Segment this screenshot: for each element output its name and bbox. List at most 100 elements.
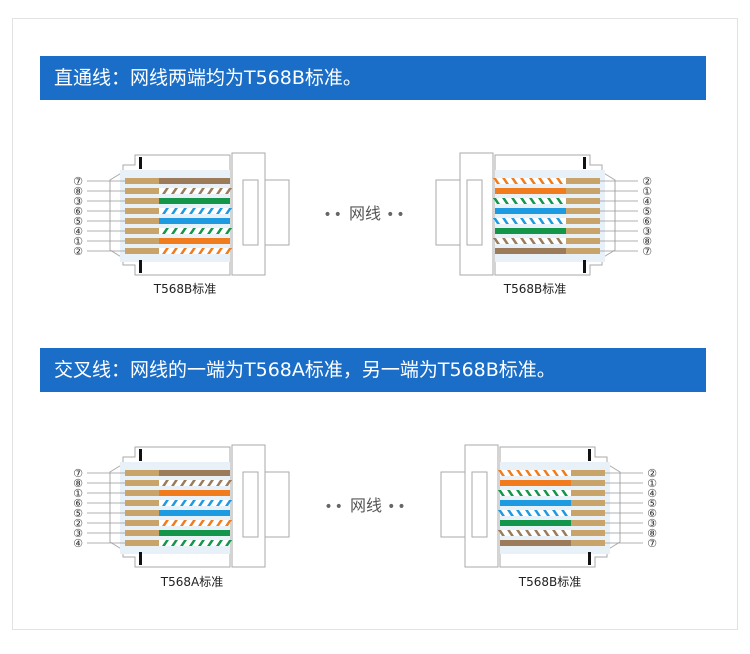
latch-mark xyxy=(139,449,142,461)
pin-contact xyxy=(125,218,159,224)
pin-label: ④ xyxy=(73,225,83,238)
wire-stripe xyxy=(162,540,169,546)
wire-stripe xyxy=(507,470,514,476)
wire-stripe xyxy=(520,238,527,244)
wire-stripe xyxy=(516,530,523,536)
pin-contact xyxy=(125,480,159,486)
pin-contact xyxy=(566,228,600,234)
wire-stripe xyxy=(543,510,550,516)
striped-wire xyxy=(159,520,230,526)
wire-stripe xyxy=(502,238,509,244)
cable-text: 网线 xyxy=(349,496,382,515)
solid-wire xyxy=(159,490,230,496)
pin-label: ⑥ xyxy=(73,205,83,218)
wire-stripe xyxy=(198,188,205,194)
boot-clip xyxy=(459,152,494,276)
wire-stripe xyxy=(171,248,178,254)
boot-tab xyxy=(435,179,461,246)
pin-label: ⑥ xyxy=(647,507,657,520)
wire-stripe xyxy=(493,238,500,244)
wire-stripe xyxy=(547,218,554,224)
wire-stripe xyxy=(543,490,550,496)
wire-stripe xyxy=(162,248,169,254)
pin-label: ⑧ xyxy=(647,527,657,540)
wire-stripe xyxy=(189,500,196,506)
pin-contact xyxy=(125,198,159,204)
striped-wire xyxy=(500,470,571,476)
pin-contact xyxy=(125,248,159,254)
pin-label: ① xyxy=(642,185,652,198)
latch-mark xyxy=(139,552,142,565)
clip-window xyxy=(242,179,259,246)
wire-stripe xyxy=(189,208,196,214)
wire-stripe xyxy=(207,500,214,506)
wire-stripe xyxy=(502,178,509,184)
latch-mark xyxy=(139,260,142,273)
wire-stripe xyxy=(225,520,232,526)
boot-tab xyxy=(264,471,290,538)
wire-stripe xyxy=(498,490,505,496)
wire-stripe xyxy=(525,470,532,476)
wire-stripe xyxy=(520,198,527,204)
pin-label: ⑤ xyxy=(642,205,652,218)
pin-label: ④ xyxy=(642,195,652,208)
wire-stripe xyxy=(216,228,223,234)
solid-wire xyxy=(495,248,566,254)
wire-stripe xyxy=(216,500,223,506)
wire-stripe xyxy=(538,218,545,224)
wire-stripe xyxy=(207,248,214,254)
wire-stripe xyxy=(189,188,196,194)
wire-stripe xyxy=(534,530,541,536)
wire-stripe xyxy=(529,238,536,244)
wire-stripe xyxy=(207,540,214,546)
wire-stripe xyxy=(493,218,500,224)
pin-label: ⑥ xyxy=(73,497,83,510)
boot-tab xyxy=(440,471,466,538)
wire-stripe xyxy=(543,470,550,476)
wire-stripe xyxy=(198,500,205,506)
wire-stripe xyxy=(198,520,205,526)
pin-label: ③ xyxy=(642,225,652,238)
wire-stripe xyxy=(198,208,205,214)
wire-stripe xyxy=(189,228,196,234)
wire-stripe xyxy=(502,198,509,204)
wire-stripe xyxy=(525,510,532,516)
wire-stripe xyxy=(507,490,514,496)
pin-contact xyxy=(566,208,600,214)
pin-contact xyxy=(125,510,159,516)
wire-stripe xyxy=(561,490,568,496)
dots-left: •• xyxy=(324,499,345,515)
wire-stripe xyxy=(507,510,514,516)
striped-wire xyxy=(495,198,566,204)
wire-stripe xyxy=(162,208,169,214)
pin-contact xyxy=(571,470,605,476)
solid-wire xyxy=(159,530,230,536)
wire-stripe xyxy=(162,520,169,526)
wire-stripe xyxy=(162,188,169,194)
wire-stripe xyxy=(511,178,518,184)
pin-label: ⑦ xyxy=(642,245,652,258)
pin-label: ⑤ xyxy=(647,497,657,510)
pin-contact xyxy=(566,198,600,204)
pin-contact xyxy=(125,520,159,526)
pin-contact xyxy=(125,188,159,194)
striped-wire xyxy=(500,530,571,536)
pin-label: ① xyxy=(73,487,83,500)
solid-wire xyxy=(159,178,230,184)
pin-contact xyxy=(571,510,605,516)
striped-wire xyxy=(159,188,230,194)
striped-wire xyxy=(159,248,230,254)
wire-stripe xyxy=(547,198,554,204)
wire-stripe xyxy=(216,208,223,214)
wire-stripe xyxy=(547,178,554,184)
cable-text: 网线 xyxy=(348,204,381,223)
wire-stripe xyxy=(180,248,187,254)
pin-label: ⑦ xyxy=(647,537,657,550)
latch-mark xyxy=(583,157,586,169)
wire-stripe xyxy=(225,228,232,234)
wire-stripe xyxy=(171,228,178,234)
wire-stripe xyxy=(198,540,205,546)
